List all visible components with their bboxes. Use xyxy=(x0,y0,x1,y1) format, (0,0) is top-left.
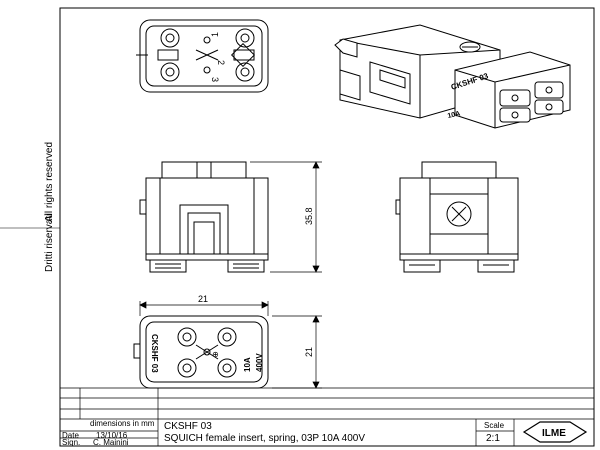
product-description: SQUICH female insert, spring, 03P 10A 40… xyxy=(164,433,366,444)
sign-value: C. Mainini xyxy=(93,438,129,447)
rights-reserved-note: All rights reserved xyxy=(44,141,55,222)
rights-reserved-note-de: Dritti riservati xyxy=(44,213,55,272)
ilme-logo: ILME xyxy=(522,421,588,443)
units-note: dimensions in mm xyxy=(90,419,155,428)
side-view-left xyxy=(139,161,269,273)
bottom-model-label: CKSHF 03 xyxy=(150,334,159,373)
scale-value: 2:1 xyxy=(486,433,500,444)
bottom-rating-volt: 400V xyxy=(255,353,264,372)
side-width-dimension-value: 21 xyxy=(304,347,314,357)
iso-rating-label: 10A xyxy=(447,110,461,120)
drawing-frame xyxy=(59,7,595,447)
date-value: 13/10/16 xyxy=(96,431,128,440)
scale-label: Scale xyxy=(484,421,505,430)
bottom-face-view xyxy=(133,315,269,389)
height-dimension-value: 35.8 xyxy=(304,207,314,225)
contact-number-3: 3 xyxy=(210,77,220,82)
side-view-right xyxy=(395,161,519,273)
side-width-dimension xyxy=(272,315,322,389)
sign-label: Sign. xyxy=(62,438,81,447)
date-label: Date xyxy=(62,431,79,440)
front-face-view xyxy=(136,19,269,93)
height-dimension xyxy=(250,161,322,273)
contact-number-2: 2 xyxy=(216,60,226,65)
bottom-rating-amp: 10A xyxy=(243,357,252,372)
contact-number-1: 1 xyxy=(210,32,220,37)
title-block xyxy=(60,387,594,446)
width-dimension-value: 21 xyxy=(198,294,208,304)
isometric-view xyxy=(334,24,571,129)
product-code: CKSHF 03 xyxy=(164,421,212,432)
bottom-ground-symbol: ⊕ xyxy=(212,350,219,359)
ilme-logo-text: ILME xyxy=(542,428,566,439)
width-dimension xyxy=(139,301,269,316)
